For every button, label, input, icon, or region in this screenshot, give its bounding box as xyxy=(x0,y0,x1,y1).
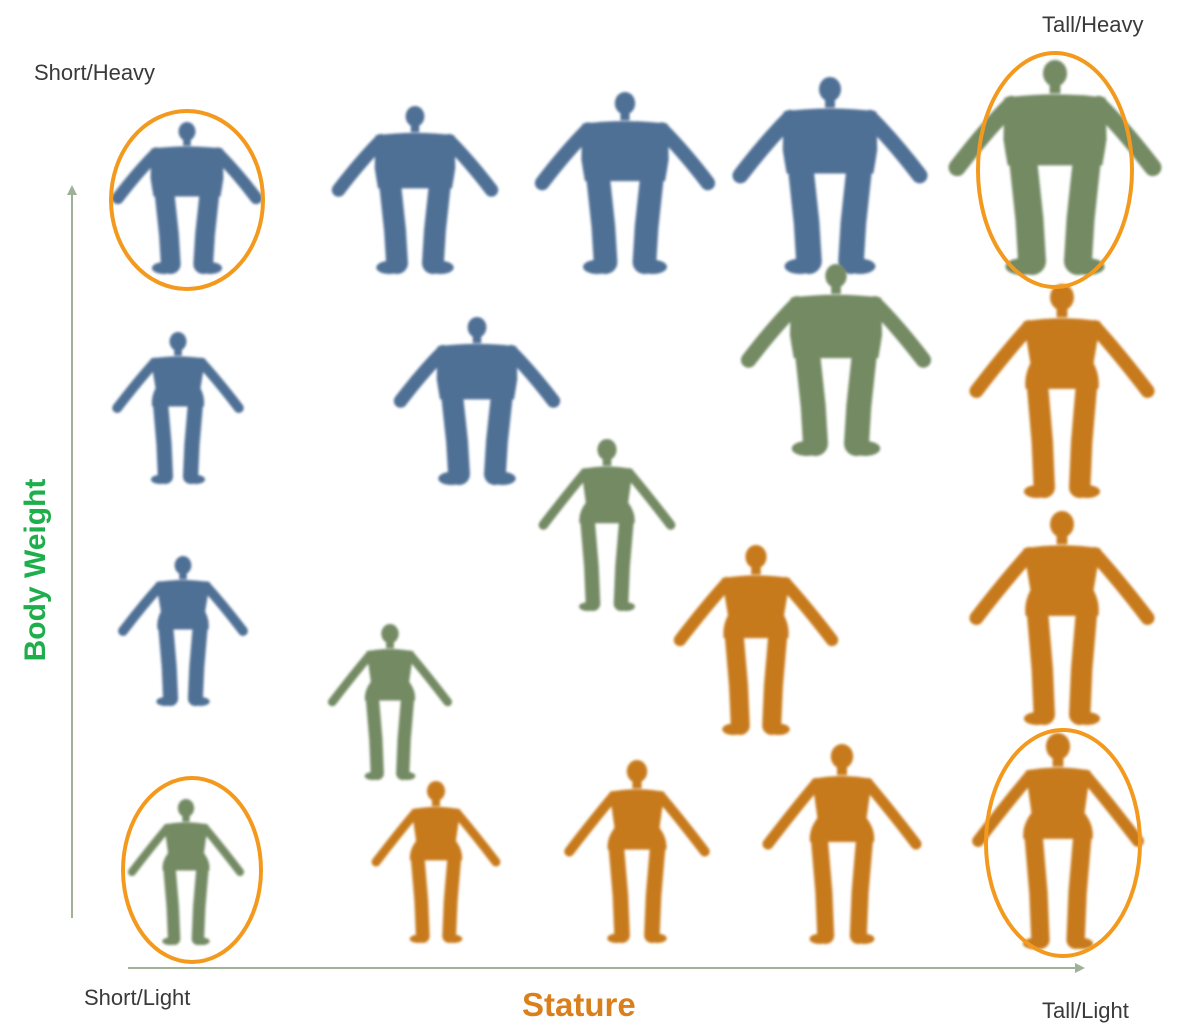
body-figure xyxy=(732,77,928,274)
corner-label-tall-heavy: Tall/Heavy xyxy=(1042,12,1144,37)
corner-label-tall-light: Tall/Light xyxy=(1042,998,1129,1023)
body-figure xyxy=(948,60,1162,275)
y-axis-title: Body Weight xyxy=(19,478,52,662)
body-figure xyxy=(969,511,1155,725)
body-figure xyxy=(112,332,244,484)
body-figure xyxy=(111,122,263,274)
highlight-ring xyxy=(984,728,1142,958)
x-axis-title: Stature xyxy=(522,986,636,1023)
highlight-ring xyxy=(121,776,263,964)
body-figure xyxy=(538,439,676,611)
body-figure xyxy=(564,760,710,944)
corner-label-short-heavy: Short/Heavy xyxy=(34,60,156,85)
body-figure xyxy=(534,92,716,274)
body-figure xyxy=(331,106,499,275)
highlight-ring xyxy=(976,51,1134,289)
corner-label-short-light: Short/Light xyxy=(84,985,191,1010)
body-figure xyxy=(740,264,932,456)
body-figure xyxy=(327,624,453,780)
body-figure xyxy=(118,556,248,706)
body-figure xyxy=(371,781,501,943)
body-figure xyxy=(972,733,1144,949)
body-figure xyxy=(762,744,922,944)
body-figure xyxy=(393,317,561,486)
body-figure xyxy=(673,545,839,735)
highlight-ring xyxy=(109,109,265,291)
body-figure xyxy=(969,284,1155,498)
body-figure xyxy=(127,799,245,945)
